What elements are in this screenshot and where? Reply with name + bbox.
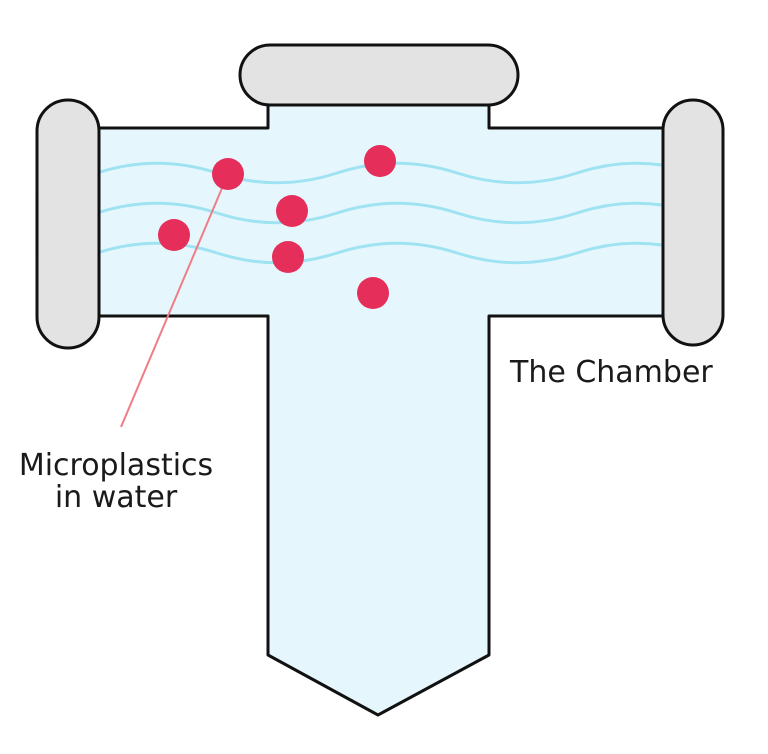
- wave-line-top: [97, 161, 663, 185]
- particle: [364, 145, 396, 177]
- microplastics-label: Microplastics in water: [0, 450, 232, 514]
- microplastics-label-line-1: Microplastics: [18, 448, 214, 483]
- chamber-label: The Chamber: [510, 355, 713, 390]
- top-cap: [238, 43, 520, 107]
- particle: [272, 241, 304, 273]
- microplastics-leader-line: [120, 173, 229, 428]
- wave-line-bottom: [97, 241, 663, 265]
- left-cap: [35, 98, 101, 350]
- particle: [212, 158, 244, 190]
- chamber-body: [95, 96, 665, 717]
- particle: [158, 219, 190, 251]
- microplastics-label-line-2: in water: [54, 480, 178, 515]
- wave-line-middle: [97, 201, 663, 225]
- water-waves: [97, 161, 663, 265]
- microplastic-particles: [158, 145, 396, 309]
- particle: [357, 277, 389, 309]
- particle: [276, 195, 308, 227]
- right-cap: [661, 98, 725, 347]
